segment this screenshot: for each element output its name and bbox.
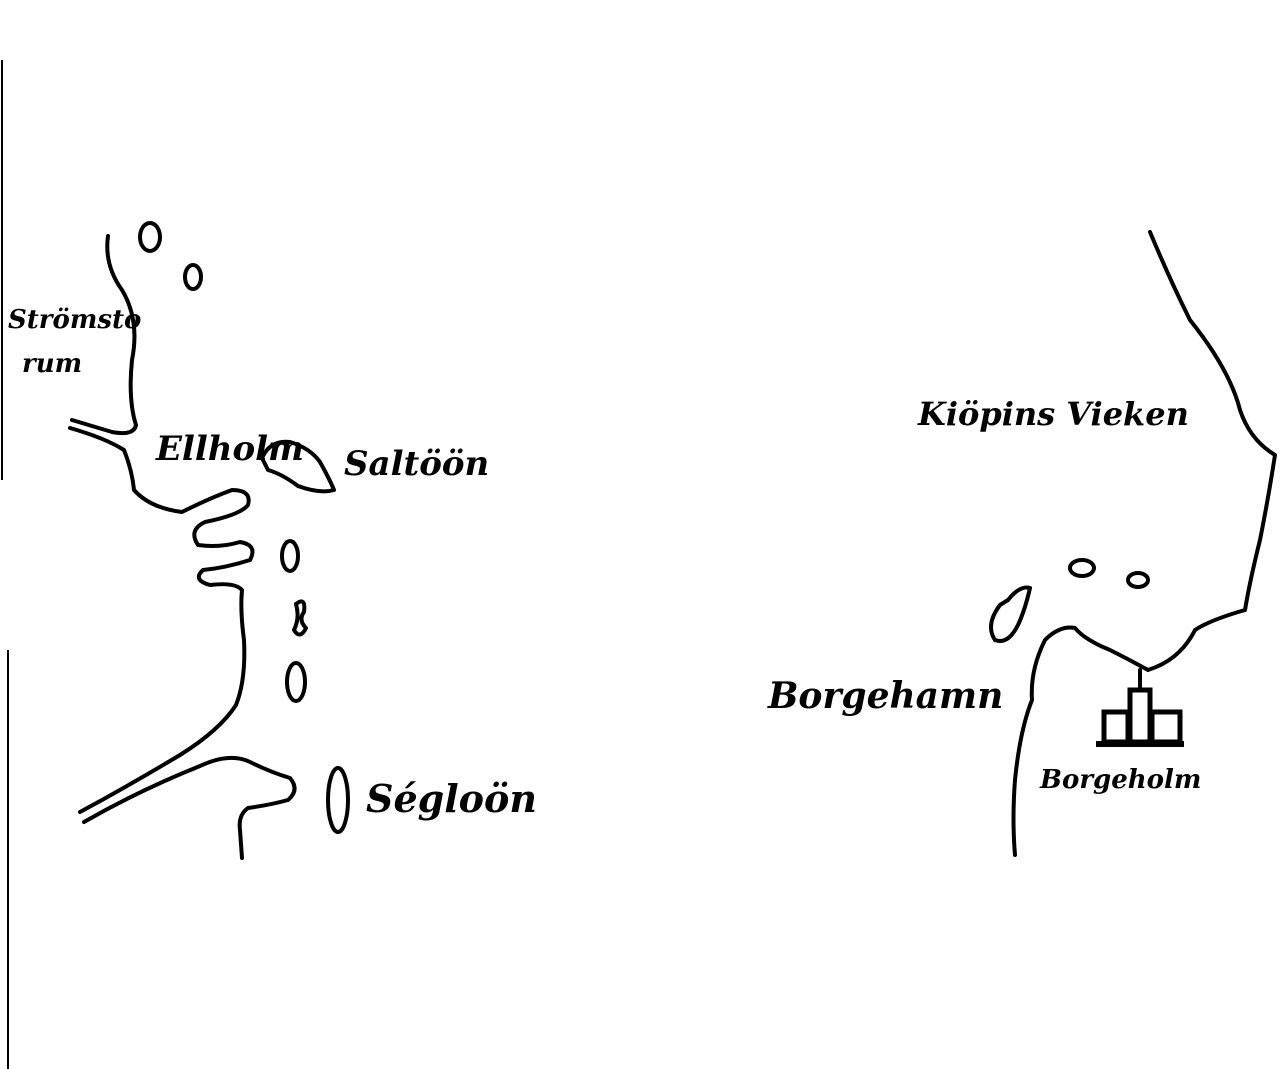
river-stromstorum — [68, 426, 255, 814]
island-saltoon — [260, 439, 336, 494]
label-borgeholm: Borgeholm — [1039, 765, 1201, 795]
island — [292, 599, 308, 637]
island — [1126, 571, 1150, 589]
label-kiopins-vieken: Kiöpins Vieken — [917, 395, 1189, 433]
castle-icon — [1096, 668, 1184, 747]
island-segloon — [326, 766, 350, 834]
coastline-west — [70, 234, 138, 436]
island — [989, 585, 1032, 643]
label-stromstorum-2: rum — [22, 349, 82, 379]
coastline-east — [1011, 230, 1277, 857]
island — [285, 661, 307, 703]
label-ellholm: Ellholm — [155, 429, 304, 469]
label-stromstorum: Strömsto — [8, 305, 141, 335]
island — [183, 263, 203, 291]
island — [1068, 558, 1096, 578]
island — [138, 221, 162, 253]
label-segloon: Ségloön — [366, 776, 537, 821]
label-borgehamn: Borgehamn — [767, 675, 1003, 717]
island — [280, 539, 300, 573]
label-saltoon: Saltöön — [344, 444, 489, 484]
river-south — [82, 755, 297, 860]
